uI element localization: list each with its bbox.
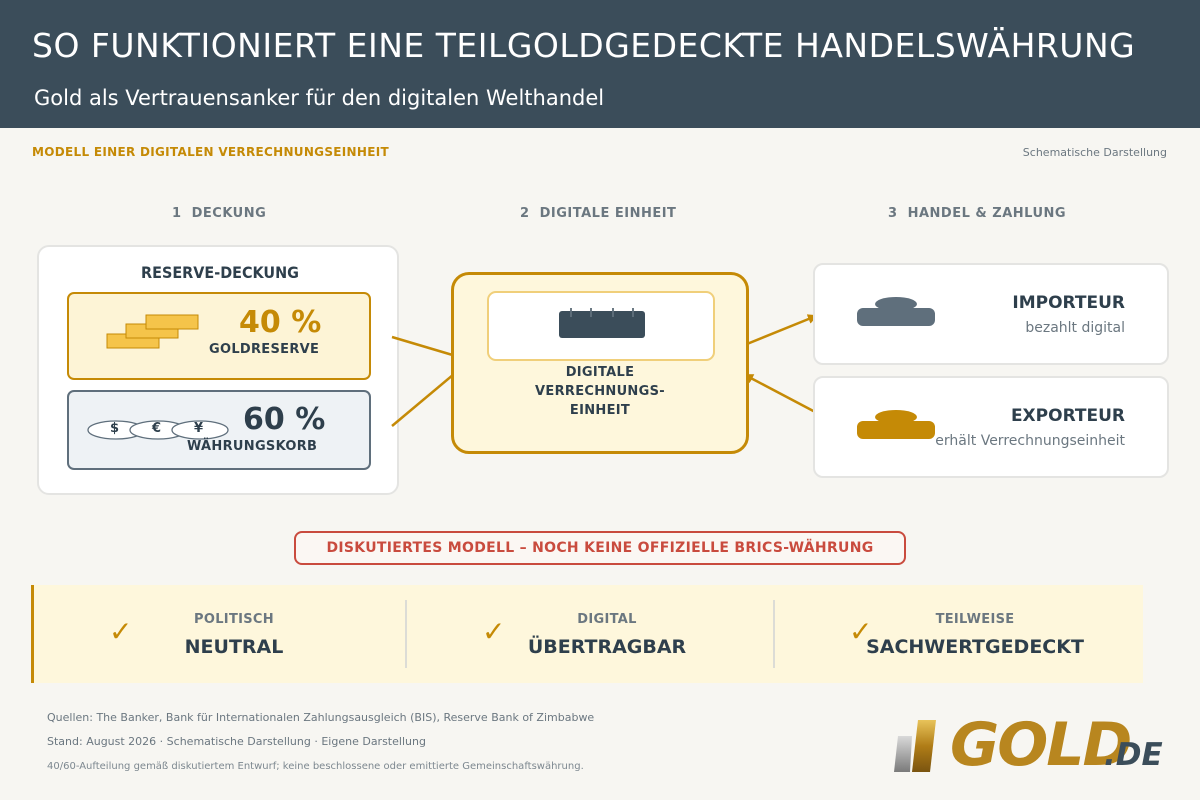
exporter-name: EXPORTEUR: [1010, 406, 1125, 426]
property-1-small: POLITISCH: [194, 612, 274, 627]
reserve-title: RESERVE-DECKUNG: [141, 263, 299, 282]
reserve-card: RESERVE-DECKUNG 40 % GOLDRESERVE $ € ¥ 6…: [37, 245, 399, 495]
properties-bar: ✓ POLITISCH NEUTRAL ✓ DIGITAL ÜBERTRAGBA…: [31, 585, 1143, 683]
property-3-big: SACHWERTGEDECKT: [866, 636, 1084, 658]
euro-symbol: €: [152, 421, 162, 436]
step-2-label: DIGITALE EINHEIT: [539, 206, 677, 221]
logo-text-suffix: .DE: [1104, 737, 1163, 773]
digital-chip-icon: [559, 308, 645, 338]
gold-percent: 40 %: [239, 305, 322, 340]
gold-bars-icon: [106, 314, 199, 349]
gold-de-logo: GOLD .DE: [892, 710, 1163, 780]
exporter-person-icon: [857, 410, 935, 439]
warning-banner: DISKUTIERTES MODELL – NOCH KEINE OFFIZIE…: [294, 531, 906, 565]
arrow-exporter-to-unit: [743, 373, 820, 416]
digital-unit-card: DIGITALE VERRECHNUNGS- EINHEIT: [451, 272, 749, 454]
yen-symbol: ¥: [194, 421, 204, 436]
step-3-label: HANDEL & ZAHLUNG: [907, 206, 1067, 221]
currency-basket-box: $ € ¥ 60 % WÄHRUNGSKORB: [67, 390, 371, 470]
basket-label: WÄHRUNGSKORB: [187, 439, 318, 454]
header-banner: SO FUNKTIONIERT EINE TEILGOLDGEDECKTE HA…: [0, 0, 1200, 128]
sources-line: Quellen: The Banker, Bank für Internatio…: [47, 711, 595, 724]
property-2-small: DIGITAL: [577, 612, 637, 627]
property-1-big: NEUTRAL: [184, 636, 284, 658]
digital-unit-line-1: DIGITALE: [565, 365, 635, 380]
schema-note: Schematische Darstellung: [1022, 146, 1167, 159]
basket-percent: 60 %: [243, 402, 326, 437]
importer-name: IMPORTEUR: [1012, 293, 1125, 313]
step-3-heading: 3 HANDEL & ZAHLUNG: [888, 206, 1066, 221]
importer-person-icon: [857, 297, 935, 326]
check-icon: ✓: [482, 615, 506, 648]
dollar-symbol: $: [110, 421, 120, 436]
check-icon: ✓: [109, 615, 133, 648]
gold-label: GOLDRESERVE: [209, 342, 320, 357]
model-label: MODELL EINER DIGITALEN VERRECHNUNGSEINHE…: [32, 145, 389, 159]
importer-desc: bezahlt digital: [1025, 320, 1125, 336]
step-1-heading: 1 DECKUNG: [172, 206, 266, 221]
digital-unit-inner: [487, 291, 715, 361]
property-divider: [773, 600, 775, 668]
importer-card: IMPORTEUR bezahlt digital: [813, 263, 1169, 365]
gold-reserve-box: 40 % GOLDRESERVE: [67, 292, 371, 380]
property-divider: [405, 600, 407, 668]
arrow-unit-to-importer: [741, 314, 818, 348]
date-line: Stand: August 2026 · Schematische Darste…: [47, 735, 426, 748]
exporter-card: EXPORTEUR erhält Verrechnungseinheit: [813, 376, 1169, 478]
step-1-label: DECKUNG: [191, 206, 267, 221]
exporter-desc: erhält Verrechnungseinheit: [935, 433, 1125, 449]
logo-mark: [894, 720, 936, 772]
step-1-number: 1: [172, 206, 182, 221]
currency-coins-icon: $ € ¥: [87, 419, 235, 441]
digital-unit-line-3: EINHEIT: [569, 403, 631, 418]
check-icon: ✓: [849, 615, 873, 648]
digital-unit-line-2: VERRECHNUNGS-: [535, 384, 665, 399]
logo-text-main: GOLD: [950, 710, 1132, 780]
digital-unit-label: DIGITALE VERRECHNUNGS- EINHEIT: [454, 363, 746, 420]
property-2-big: ÜBERTRAGBAR: [527, 636, 687, 658]
step-3-number: 3: [888, 206, 898, 221]
page-title: SO FUNKTIONIERT EINE TEILGOLDGEDECKTE HA…: [32, 26, 1136, 65]
property-3-small: TEILWEISE: [935, 612, 1015, 627]
disclaimer-line: 40/60-Aufteilung gemäß diskutiertem Entw…: [47, 761, 584, 772]
step-2-heading: 2 DIGITALE EINHEIT: [520, 206, 676, 221]
page-subtitle: Gold als Vertrauensanker für den digital…: [34, 86, 605, 110]
step-2-number: 2: [520, 206, 530, 221]
